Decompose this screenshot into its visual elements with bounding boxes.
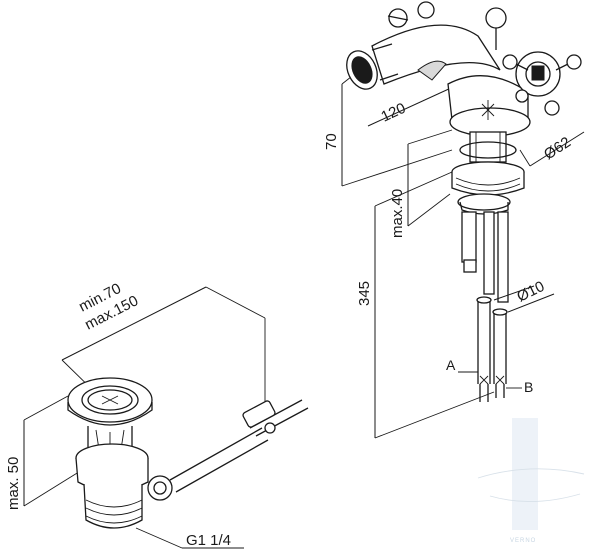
waste-link-rod [169, 427, 269, 493]
watermark-arc [477, 468, 585, 479]
handle-knob-right [485, 7, 507, 29]
pop-up-waste: min.70 max.150 max. 50 [5, 280, 309, 549]
mixer-spout [346, 24, 501, 90]
mixer-mounting [451, 131, 525, 215]
cross-arm-lower-left [515, 89, 529, 103]
dim-62-label: Ø62 [541, 134, 574, 164]
mixer-hoses [461, 211, 509, 402]
waste-side-nut-inner [153, 481, 167, 495]
dim-40-label: max.40 [389, 189, 406, 238]
dim-line-10-bottom [507, 293, 555, 313]
watermark-arc-2 [489, 493, 581, 502]
dim-10-label: Ø10 [514, 278, 547, 306]
hose-a-body [477, 298, 491, 384]
hose-b-label: B [524, 379, 533, 395]
watermark-logo: VERNO [477, 418, 585, 544]
thread-label: G1 1/4 [186, 532, 231, 549]
dim-extension-right [205, 286, 266, 319]
dim-70-label: 70 [323, 133, 340, 150]
dim-line-10-top [493, 285, 535, 301]
mixer-top-handles [387, 1, 507, 50]
dim-height-ext-bottom [23, 469, 83, 507]
waste-tail [83, 483, 143, 529]
dim-line-length [61, 286, 207, 361]
hose-a-end [479, 384, 489, 402]
washer-top [459, 141, 517, 159]
tail-pipe-left [461, 211, 477, 263]
tail-pipe-right [497, 211, 509, 303]
handle-knob-left-mark [387, 15, 409, 21]
waste-flange-rim [67, 402, 153, 426]
cross-arm-bottom [544, 100, 560, 116]
fixing-nut [451, 172, 525, 196]
tail-pipe-mid [483, 211, 495, 295]
dim-height-ext-top [23, 395, 69, 421]
waste-plug-cross-b [101, 395, 119, 405]
spout-swivel [417, 60, 447, 81]
handle-knob-mid [417, 1, 435, 19]
waste-rod-clamp [242, 400, 276, 428]
dim-345-ext-bottom [374, 391, 495, 439]
spout-aerator [351, 56, 373, 84]
spout-collar [371, 43, 399, 81]
cross-arm-right [566, 54, 582, 70]
fixing-washer [457, 193, 511, 211]
cross-arm-line-right [555, 63, 569, 71]
hose-b-top [492, 308, 508, 316]
dim-345-ext-top [374, 171, 453, 207]
waste-plug-top [81, 385, 139, 415]
watermark-bar [512, 418, 538, 530]
dim-line-62 [529, 131, 585, 167]
bidet-mixer: 70 120 Ø62 max.40 345 [323, 1, 585, 439]
dim-62-ext [519, 149, 531, 167]
watermark-text: VERNO [510, 538, 536, 544]
cross-handle-indicator [531, 65, 545, 81]
hose-a-top [476, 296, 492, 304]
waste-plug-inner [87, 389, 133, 411]
thread-leader [135, 527, 183, 549]
waste-thread-lines [85, 499, 143, 524]
dim-345-label: 345 [356, 281, 373, 306]
dim-70-ext-bottom [341, 149, 453, 187]
cross-arm-left [502, 54, 518, 70]
mixer-cross-handle [502, 51, 582, 116]
dim-40-ext-bottom [407, 193, 451, 227]
hose-b-body [493, 310, 507, 384]
dim-120-label: 120 [379, 100, 409, 126]
hose-b-end [495, 384, 505, 398]
tail-pipe-fitting [463, 259, 477, 273]
hose-a-label: A [446, 357, 456, 373]
waste-clamp-screw [264, 422, 276, 434]
hose-a-mark [479, 375, 489, 385]
dim-height-label: max. 50 [5, 457, 22, 510]
fixing-nut-grooves [455, 177, 521, 192]
dim-40-ext-top [407, 129, 453, 145]
hose-b-mark [495, 375, 505, 385]
cross-arm-line-left [515, 63, 529, 71]
waste-side-nut [147, 475, 173, 501]
